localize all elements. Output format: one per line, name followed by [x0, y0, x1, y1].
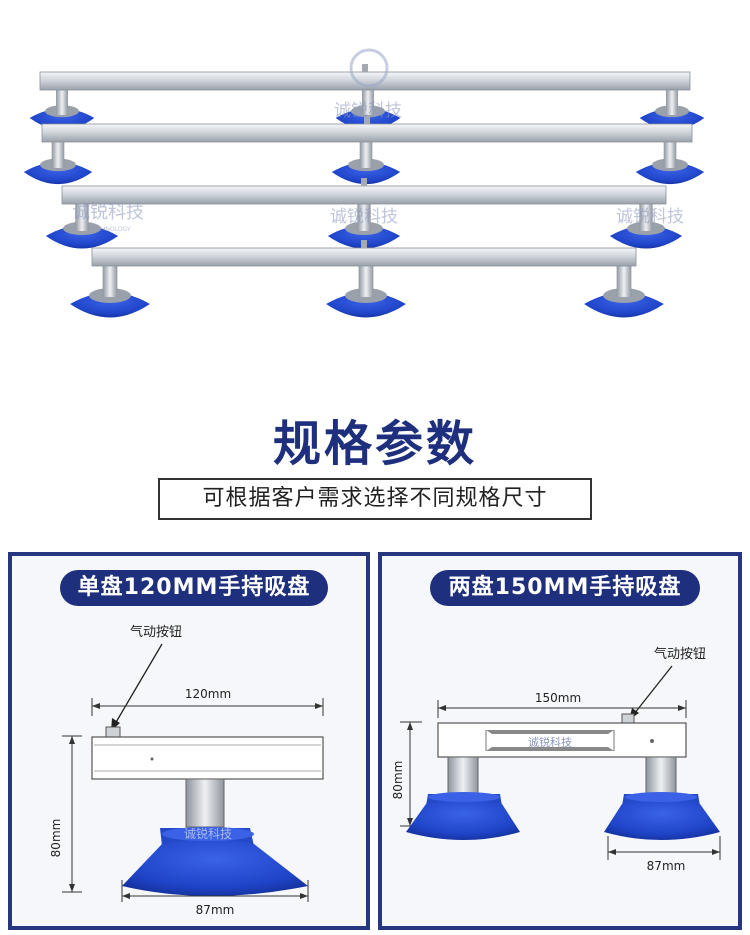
- support-post: [362, 86, 374, 115]
- suction-cup: [70, 292, 150, 318]
- panel-title: 单盘120MM手持吸盘: [60, 570, 328, 606]
- suction-cup: [331, 162, 401, 185]
- section-title: 规格参数: [272, 416, 477, 472]
- aluminium-bar: [91, 247, 637, 267]
- watermark-text: 诚锐科技: [528, 735, 572, 749]
- double-cup-diagram: 气动按钮 150mm 80mm 诚锐科技: [391, 646, 721, 873]
- panel-title: 两盘150MM手持吸盘: [430, 570, 700, 606]
- height-dimension: 80mm: [49, 819, 63, 858]
- support-post: [639, 200, 653, 231]
- pneumatic-button: [361, 178, 367, 186]
- cup-diameter-dimension: 87mm: [647, 859, 686, 873]
- section-subtitle: 可根据客户需求选择不同规格尺寸: [158, 478, 592, 520]
- support-post: [666, 86, 678, 115]
- support-post: [357, 200, 371, 231]
- support-post: [616, 262, 632, 297]
- pneumatic-button: [361, 240, 367, 248]
- suction-cup: [23, 162, 93, 185]
- watermark-text: 诚锐科技: [330, 207, 398, 227]
- suction-cup: [45, 225, 119, 249]
- watermark-subtext: TECHNOLOGY: [88, 226, 131, 233]
- support-post: [75, 200, 89, 231]
- support-post: [663, 138, 677, 168]
- watermark-text: 诚锐科技: [616, 207, 684, 227]
- width-dimension: 150mm: [535, 691, 581, 705]
- spec-panel-single-cup: 单盘120MM手持吸盘 气动按钮 120mm 80mm 诚锐科技: [8, 552, 370, 930]
- watermark-text: 诚锐科技: [72, 202, 144, 223]
- width-dimension: 120mm: [185, 687, 231, 701]
- watermark-logo: 诚锐科技 诚锐科技 诚锐科技 诚锐科技 TECHNOLOGY: [72, 48, 684, 233]
- aluminium-bar: [61, 185, 667, 205]
- suction-lifter: [70, 240, 664, 318]
- product-photo-suction-lifters: 诚锐科技 诚锐科技 诚锐科技 诚锐科技 TECHNOLOGY: [23, 48, 705, 318]
- aluminium-bar: [41, 123, 693, 143]
- suction-lifter: [23, 116, 705, 185]
- suction-cup: [609, 225, 683, 249]
- watermark-text: 诚锐科技: [184, 827, 232, 841]
- height-dimension: 80mm: [391, 761, 405, 800]
- pneumatic-button: [364, 116, 370, 124]
- support-post: [56, 86, 68, 115]
- support-post: [358, 262, 374, 297]
- spec-panel-double-cup: 两盘150MM手持吸盘 气动按钮 150mm 80mm 诚锐科技: [378, 552, 742, 930]
- aluminium-bar: [39, 71, 691, 91]
- suction-cup: [326, 292, 406, 318]
- suction-cup: [327, 225, 401, 249]
- support-post: [359, 138, 373, 168]
- pneumatic-button-label: 气动按钮: [130, 624, 182, 640]
- suction-cup: [635, 162, 705, 185]
- pneumatic-button-label: 气动按钮: [654, 646, 706, 662]
- suction-lifter: [45, 178, 683, 249]
- watermark-text: 诚锐科技: [334, 101, 402, 121]
- pneumatic-button: [362, 64, 368, 72]
- suction-cup: [584, 292, 664, 318]
- single-cup-diagram: 气动按钮 120mm 80mm 诚锐科技: [49, 624, 324, 917]
- support-post: [102, 262, 118, 297]
- support-post: [51, 138, 65, 168]
- cup-diameter-dimension: 87mm: [196, 903, 235, 917]
